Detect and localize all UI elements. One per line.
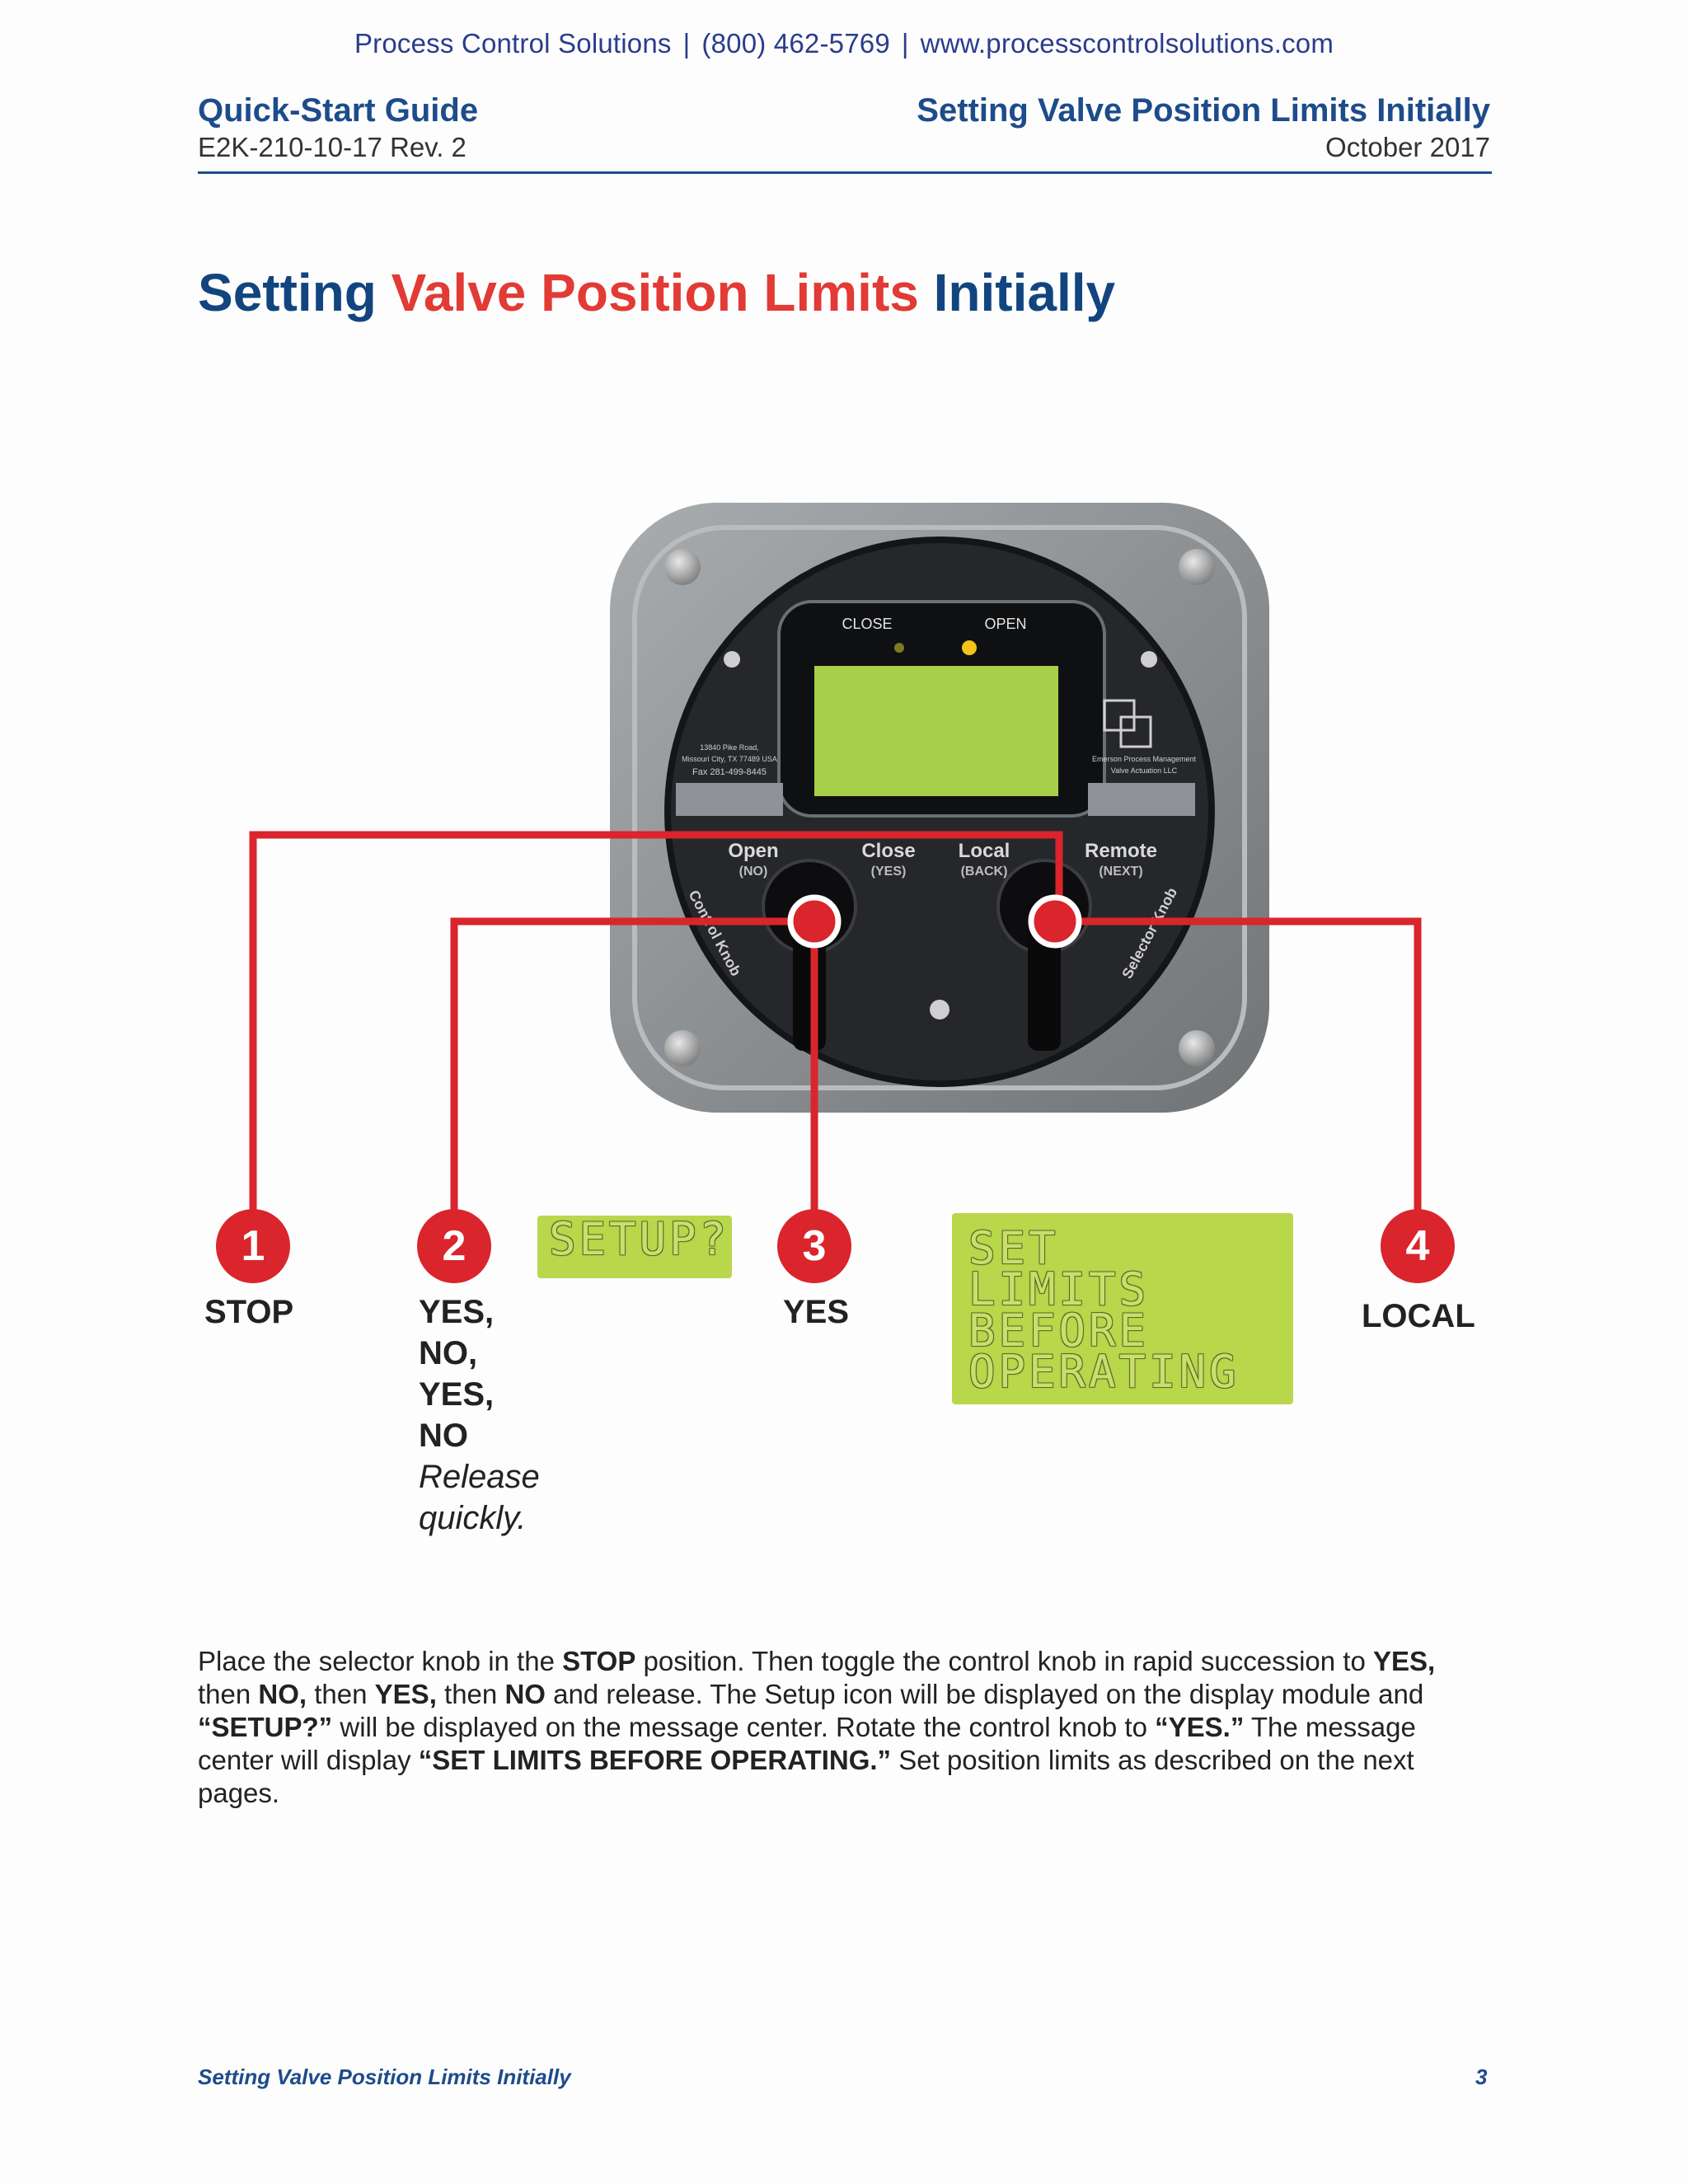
bolt-icon	[664, 1030, 701, 1066]
step-2-badge: 2	[417, 1209, 491, 1283]
display-screen	[814, 666, 1058, 796]
address-line: Missouri City, TX 77489 USA	[682, 755, 777, 763]
body-text: then	[436, 1679, 505, 1709]
banner-phone: (800) 462-5769	[701, 28, 890, 59]
title-part-2: Valve Position Limits	[391, 263, 919, 322]
top-banner: Process Control Solutions | (800) 462-5769…	[0, 28, 1688, 59]
screw-icon	[1141, 651, 1157, 668]
brand-line: Emerson Process Management	[1092, 755, 1197, 763]
lcd-line: SET	[968, 1222, 1059, 1274]
banner-website[interactable]: www.processcontrolsolutions.com	[920, 28, 1334, 59]
actuator-control-panel-photo: CLOSE OPEN 13840 Pike Road, Missouri Cit…	[610, 503, 1269, 1113]
step-3-label: YES	[783, 1294, 850, 1330]
header-doc-number: E2K-210-10-17 Rev. 2	[198, 132, 467, 162]
brand-line: Valve Actuation LLC	[1111, 766, 1178, 775]
body-emphasis: NO,	[258, 1679, 307, 1709]
step-3-badge: 3	[777, 1209, 851, 1283]
step-2-instructions: YES, NO, YES, NO Release quickly.	[419, 1291, 540, 1539]
selector-local-label: Local	[959, 840, 1010, 862]
screw-icon	[930, 1000, 950, 1019]
address-line: Fax 281-499-8445	[692, 767, 767, 777]
banner-company: Process Control Solutions	[354, 28, 672, 59]
body-emphasis: “YES.”	[1155, 1712, 1245, 1742]
bolt-icon	[1179, 1030, 1215, 1066]
led-open-icon	[962, 640, 977, 655]
instructions-paragraph: Place the selector knob in the STOP posi…	[198, 1645, 1493, 1810]
step-1-label: STOP	[204, 1294, 294, 1330]
step-4-label: LOCAL	[1362, 1298, 1475, 1334]
body-text: then	[198, 1679, 259, 1709]
led-close-icon	[894, 643, 904, 653]
body-emphasis: “SET LIMITS BEFORE OPERATING.”	[418, 1745, 892, 1775]
body-text: will be displayed on the message center.…	[332, 1712, 1156, 1742]
footer-section-title: Setting Valve Position Limits Initially	[198, 2064, 571, 2089]
body-emphasis: YES,	[374, 1679, 437, 1709]
step-2-line: YES,	[419, 1376, 495, 1413]
step-1-badge: 1	[216, 1209, 290, 1283]
lcd-line: OPERATING	[968, 1346, 1240, 1398]
knob-close-label: Close	[861, 840, 915, 862]
body-emphasis: NO	[504, 1679, 546, 1709]
body-text: Place the selector knob in the	[198, 1646, 563, 1676]
lcd-line: BEFORE	[968, 1305, 1150, 1357]
screw-icon	[724, 651, 740, 668]
led-open-label: OPEN	[984, 616, 1026, 632]
footer-page-number: 3	[1475, 2064, 1488, 2089]
step-2-line: NO,	[419, 1335, 478, 1371]
address-line: 13840 Pike Road,	[700, 743, 759, 752]
header-rule	[198, 171, 1492, 174]
lcd-line: LIMITS	[968, 1263, 1150, 1315]
body-text: then	[307, 1679, 375, 1709]
body-text: Set position limits as described on the …	[198, 1745, 1414, 1808]
title-part-3: Initially	[918, 263, 1116, 322]
selector-local-sublabel: (BACK)	[961, 865, 1008, 879]
bolt-icon	[664, 549, 701, 585]
knob-open-label: Open	[728, 840, 778, 862]
body-text: and release. The Setup icon will be disp…	[545, 1679, 1424, 1709]
header-guide-title: Quick-Start Guide	[198, 92, 479, 129]
step-4-badge: 4	[1381, 1209, 1455, 1283]
step-2-note: quickly.	[419, 1500, 527, 1536]
header-section-title: Setting Valve Position Limits Initially	[917, 92, 1490, 129]
step-2-line: YES,	[419, 1294, 495, 1330]
selector-remote-sublabel: (NEXT)	[1099, 865, 1142, 879]
selector-remote-label: Remote	[1085, 840, 1157, 862]
step-2-note: Release	[419, 1459, 540, 1495]
header-date: October 2017	[1325, 132, 1490, 162]
title-part-1: Setting	[198, 263, 392, 322]
page-title: Setting Valve Position Limits Initially	[198, 262, 1115, 323]
body-emphasis: “SETUP?”	[198, 1712, 333, 1742]
body-text: position. Then toggle the control knob i…	[635, 1646, 1373, 1676]
knob-open-sublabel: (NO)	[739, 865, 768, 879]
lcd-setup-message: SETUP?	[537, 1216, 732, 1278]
label-plate-right	[1088, 783, 1195, 816]
step-2-line: NO	[419, 1418, 468, 1454]
emerson-logo-icon	[1103, 699, 1152, 748]
banner-separator: |	[901, 28, 909, 59]
bolt-icon	[1179, 549, 1215, 585]
knob-close-sublabel: (YES)	[871, 865, 907, 879]
led-close-label: CLOSE	[842, 616, 892, 632]
label-plate-left	[676, 783, 783, 816]
body-text: The message center will display	[198, 1712, 1416, 1775]
banner-separator: |	[682, 28, 691, 59]
body-emphasis: STOP	[562, 1646, 636, 1676]
body-emphasis: YES,	[1372, 1646, 1436, 1676]
